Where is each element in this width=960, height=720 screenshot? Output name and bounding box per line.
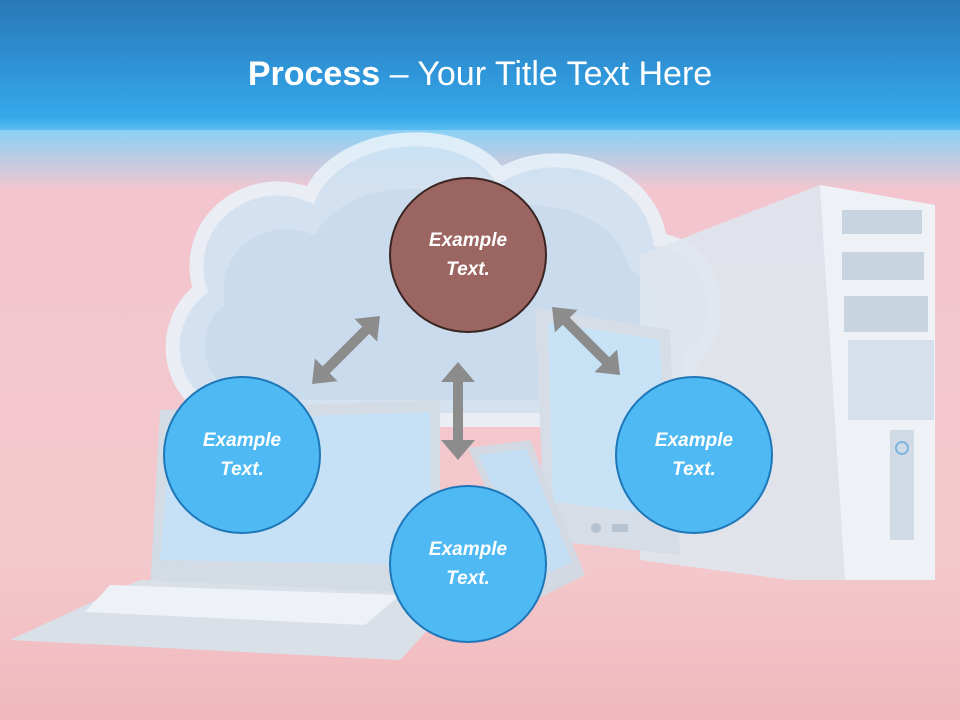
title-bold: Process (247, 55, 381, 93)
process-node-left-label: Example Text. (202, 430, 282, 480)
process-node-right-label: Example Text. (654, 430, 734, 480)
process-node-top-label: Example Text. (428, 230, 508, 280)
process-node-bottom: Example Text. (389, 485, 547, 643)
double-arrow-icon (552, 307, 620, 375)
double-arrow-icon (312, 316, 380, 384)
process-node-bottom-label: Example Text. (428, 539, 508, 589)
header-band (0, 0, 960, 130)
process-node-left: Example Text. (163, 376, 321, 534)
process-node-right: Example Text. (615, 376, 773, 534)
page-title: Process – Your Title Text Here (0, 52, 960, 96)
process-node-top: Example Text. (389, 177, 547, 333)
title-rest: – Your Title Text Here (380, 55, 713, 93)
double-arrow-icon (441, 362, 475, 460)
